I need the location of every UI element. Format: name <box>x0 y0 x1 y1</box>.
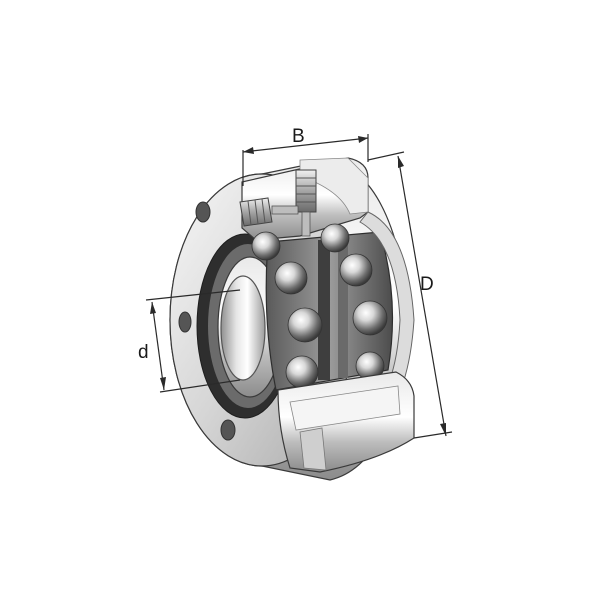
ball <box>251 231 281 261</box>
ball <box>285 355 319 389</box>
ball <box>339 253 373 287</box>
ball <box>287 307 323 343</box>
ball <box>274 261 308 295</box>
lubrication-nipple-axial <box>239 197 299 227</box>
bore <box>220 275 266 381</box>
ball-row-left <box>251 231 323 389</box>
flange-bolt-holes <box>178 201 236 441</box>
bolt-hole-bottom <box>220 419 236 441</box>
housing-lower-section <box>277 371 415 473</box>
dimension-B: B <box>242 126 369 186</box>
dimension-label-B: B <box>292 126 305 147</box>
dimension-D: D <box>367 151 453 439</box>
ball <box>320 223 350 253</box>
bolt-hole-left <box>178 311 192 333</box>
bolt-hole-top <box>195 201 211 223</box>
dimension-label-D: D <box>420 274 434 295</box>
dimension-label-d: d <box>138 342 149 363</box>
ball-row-right <box>320 223 388 381</box>
dimension-d: d <box>138 289 241 393</box>
lubrication-nipple-radial <box>295 169 317 237</box>
ball <box>352 300 388 336</box>
